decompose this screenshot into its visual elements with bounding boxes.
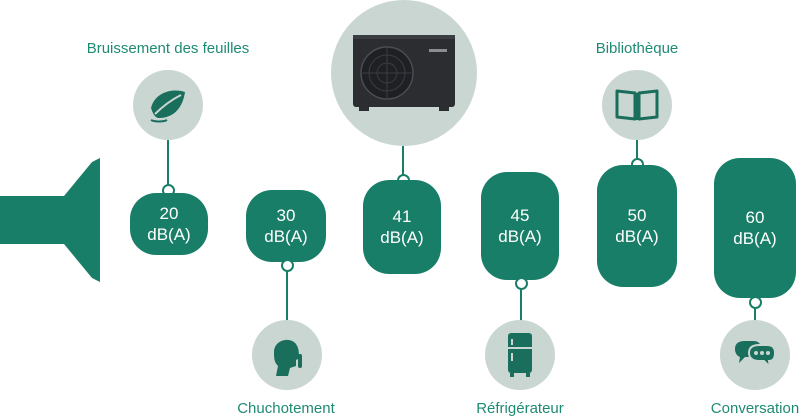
- level-unit: dB(A): [615, 227, 659, 246]
- connector-library: [636, 140, 638, 160]
- connector-heat-pump: [402, 146, 404, 176]
- chat-circle: [720, 320, 790, 390]
- connector-conversation: [754, 307, 756, 322]
- leaf-circle: [133, 70, 203, 140]
- caption-leaves: Bruissement des feuilles: [86, 40, 250, 57]
- connector-leaves: [167, 140, 169, 186]
- fridge-icon: [508, 333, 532, 377]
- level-unit: dB(A): [147, 225, 191, 244]
- level-pill-60: 60 dB(A): [714, 158, 796, 298]
- heat-pump-image: [353, 35, 455, 111]
- level-value: 50: [627, 206, 647, 225]
- book-icon: [615, 89, 659, 121]
- book-circle: [602, 70, 672, 140]
- level-pill-50: 50 dB(A): [597, 165, 677, 287]
- level-pill-20: 20 dB(A): [130, 193, 208, 255]
- caption-library: Bibliothèque: [595, 40, 679, 57]
- chat-bubbles-icon: [735, 341, 777, 370]
- level-value: 41: [392, 207, 412, 226]
- level-pill-30: 30 dB(A): [246, 190, 326, 262]
- whisper-circle: [252, 320, 322, 390]
- caption-conversation: Conversation: [710, 400, 800, 417]
- level-pill-41: 41 dB(A): [363, 180, 441, 274]
- level-value: 20: [159, 204, 179, 223]
- connector-fridge: [520, 288, 522, 322]
- level-value: 60: [745, 208, 765, 227]
- heat-pump-circle: [331, 0, 477, 146]
- level-value: 45: [510, 206, 530, 225]
- whisper-head-icon: [274, 339, 302, 376]
- fridge-circle: [485, 320, 555, 390]
- level-pill-45: 45 dB(A): [481, 172, 559, 280]
- leaf-icon: [150, 90, 185, 123]
- level-unit: dB(A): [380, 228, 424, 247]
- speaker-icon: [0, 158, 100, 282]
- connector-whisper: [286, 270, 288, 322]
- level-unit: dB(A): [733, 229, 777, 248]
- caption-fridge: Réfrigérateur: [476, 400, 564, 417]
- caption-whisper: Chuchotement: [237, 400, 335, 417]
- level-unit: dB(A): [498, 227, 542, 246]
- level-value: 30: [276, 206, 296, 225]
- level-unit: dB(A): [264, 227, 308, 246]
